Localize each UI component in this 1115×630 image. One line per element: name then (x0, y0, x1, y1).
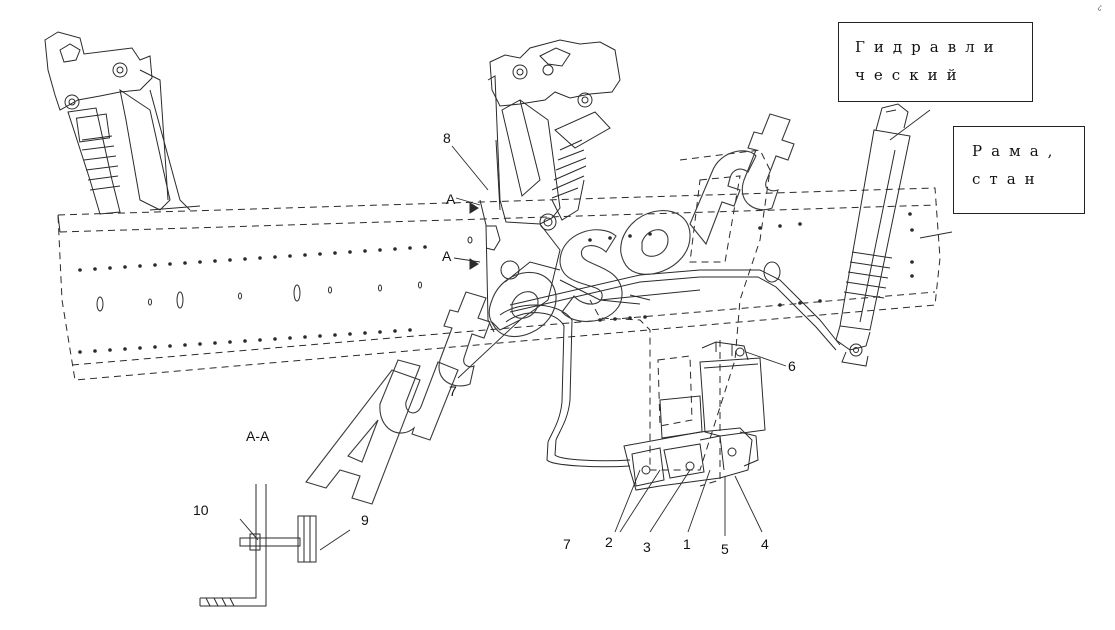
hydraulic-label-line-1: Гидравли (855, 38, 1003, 56)
section-arrow-a-top: A (446, 191, 456, 207)
hydraulic-label-line-2: ческий (855, 66, 966, 84)
callout-6: 6 (788, 358, 796, 374)
callout-10: 10 (193, 502, 209, 518)
leader-lines (239, 109, 953, 551)
callout-7-upper: 7 (449, 383, 457, 399)
section-aa-detail (199, 484, 317, 607)
callout-7-lower: 7 (563, 536, 571, 552)
frame-rail (57, 187, 941, 381)
callout-1: 1 (683, 536, 691, 552)
section-arrow-a-bottom: A (442, 248, 452, 264)
hydraulic-cylinder (835, 103, 911, 367)
callout-4: 4 (761, 536, 769, 552)
watermark-outline-shapes (305, 113, 795, 505)
frame-label-box: Рама, стан (953, 126, 1085, 214)
callout-9: 9 (361, 512, 369, 528)
pump-assembly (623, 341, 766, 491)
hydraulic-label-box: Гидравли ческий (838, 22, 1033, 102)
section-arrows (469, 202, 479, 270)
callout-2: 2 (605, 534, 613, 550)
callout-8: 8 (443, 130, 451, 146)
frame-label-line-1: Рама, (972, 142, 1062, 160)
frame-label-line-2: стан (972, 170, 1044, 188)
left-cab-mount (44, 31, 201, 215)
callout-3: 3 (643, 539, 651, 555)
center-cab-mount (479, 39, 621, 333)
section-aa-title: A-A (246, 428, 270, 444)
callout-5: 5 (721, 541, 729, 557)
pump-bracket-plate (589, 149, 771, 487)
